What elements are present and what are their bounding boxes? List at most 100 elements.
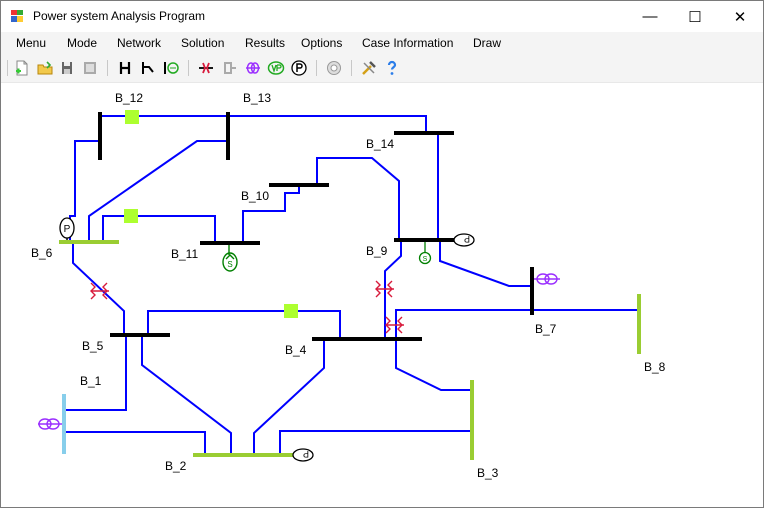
line-b4-b3[interactable] — [395, 339, 472, 391]
title-bar: Power system Analysis Program — ☐ ✕ — [1, 1, 763, 32]
window-title: Power system Analysis Program — [33, 9, 206, 23]
bus-label-b8: B_8 — [644, 360, 666, 374]
menu-options[interactable]: Options — [301, 36, 343, 50]
bus-b8[interactable] — [637, 294, 641, 354]
toolbar-separator — [107, 60, 108, 76]
bus-label-b12: B_12 — [115, 91, 144, 105]
bus-label-b14: B_14 — [366, 137, 395, 151]
line-b9-b7[interactable] — [439, 240, 532, 287]
capacitor-icon[interactable] — [124, 209, 138, 223]
bus-label-b1: B_1 — [80, 374, 102, 388]
line-b1-b2[interactable] — [64, 431, 206, 455]
bus-b11[interactable] — [200, 241, 260, 245]
load-label: P — [303, 449, 309, 459]
capacitor-icon[interactable] — [125, 110, 139, 124]
generator-icon[interactable] — [38, 418, 62, 430]
bus-tool-icon[interactable] — [116, 59, 134, 77]
bus-label-b5: B_5 — [82, 339, 104, 353]
load-icon[interactable]: P — [59, 217, 75, 240]
bus-label-b10: B_10 — [241, 189, 270, 203]
bus-b4[interactable] — [312, 337, 422, 341]
line-b4-b7[interactable] — [395, 309, 532, 339]
diagram-canvas[interactable]: P P P — [1, 83, 763, 507]
bus-label-b11: B_11 — [171, 247, 199, 261]
load-label: P — [464, 234, 470, 244]
load-icon[interactable]: P — [292, 448, 314, 462]
line-b13-b14[interactable] — [228, 115, 427, 133]
condenser-label: S — [227, 260, 232, 269]
bus-label-b13: B_13 — [243, 91, 272, 105]
bus-b10[interactable] — [269, 183, 329, 187]
new-file-icon[interactable] — [13, 59, 31, 77]
line-b5-b2[interactable] — [141, 335, 232, 455]
minimize-button[interactable]: — — [642, 8, 658, 25]
bus-label-b2: B_2 — [165, 459, 187, 473]
transformer-tool-icon[interactable] — [197, 59, 215, 77]
transformer-icon[interactable] — [385, 316, 404, 334]
bus-b2[interactable] — [193, 453, 293, 457]
bus-label-b7: B_7 — [535, 322, 557, 336]
menu-case-information[interactable]: Case Information — [362, 36, 454, 50]
bus-b3[interactable] — [470, 380, 474, 460]
bus-b6[interactable] — [59, 240, 119, 244]
transmission-lines — [64, 115, 639, 455]
menu-draw[interactable]: Draw — [473, 36, 502, 50]
toolbar-separator — [7, 60, 8, 76]
condenser-icon[interactable]: S — [418, 242, 432, 265]
bus-b9[interactable] — [394, 238, 454, 242]
menu-network[interactable]: Network — [117, 36, 162, 50]
bus-label-b4: B_4 — [285, 343, 307, 357]
tool-disabled-icon[interactable] — [221, 59, 239, 77]
menu-results[interactable]: Results — [245, 36, 286, 50]
bus-label-b9: B_9 — [366, 244, 388, 258]
save-icon[interactable] — [58, 59, 76, 77]
menu-menu[interactable]: Menu — [16, 36, 47, 50]
line-b5-b1[interactable] — [64, 335, 127, 411]
line-b5-b4[interactable] — [147, 310, 341, 339]
line-b6-b5[interactable] — [72, 242, 125, 335]
menu-mode[interactable]: Mode — [67, 36, 98, 50]
settings-disabled-icon[interactable] — [325, 59, 343, 77]
bus-label-b3: B_3 — [477, 466, 499, 480]
generator-icon[interactable] — [534, 273, 560, 285]
bus-label-b6: B_6 — [31, 246, 53, 260]
one-line-diagram: P P P — [38, 110, 641, 462]
close-button[interactable]: ✕ — [733, 8, 747, 26]
open-folder-icon[interactable] — [36, 59, 54, 77]
load-icon[interactable]: P — [453, 233, 475, 247]
transformer-icon[interactable] — [90, 282, 109, 300]
line-b4-b2[interactable] — [253, 339, 325, 455]
toolbar — [1, 55, 763, 83]
maximize-button[interactable]: ☐ — [688, 8, 702, 26]
condenser-label: S — [423, 256, 428, 263]
line-b13-b6[interactable] — [88, 140, 228, 242]
load-label: P — [64, 224, 71, 235]
menu-solution[interactable]: Solution — [181, 36, 225, 50]
transformer-icon[interactable] — [375, 280, 394, 298]
bus-b13[interactable] — [226, 112, 230, 160]
bus-b1[interactable] — [62, 394, 66, 454]
line-b11-b10[interactable] — [242, 185, 300, 243]
bus-b12[interactable] — [98, 112, 102, 160]
line-b9-b4[interactable] — [384, 240, 402, 339]
power-icon[interactable] — [290, 59, 308, 77]
bus-b5[interactable] — [110, 333, 170, 337]
voltage-icon[interactable] — [267, 59, 285, 77]
line-b2-b3[interactable] — [279, 430, 472, 455]
line-b10-b9[interactable] — [316, 157, 400, 240]
line-b6-b11[interactable] — [102, 215, 216, 243]
bus-b7[interactable] — [530, 267, 534, 315]
tools-icon[interactable] — [360, 59, 378, 77]
phase-shifter-icon[interactable] — [244, 59, 262, 77]
toolbar-separator — [316, 60, 317, 76]
generator-tool-icon[interactable] — [162, 59, 180, 77]
app-icon — [11, 10, 23, 22]
capacitor-icon[interactable] — [284, 304, 298, 318]
line-tool-icon[interactable] — [139, 59, 157, 77]
toolbar-separator — [351, 60, 352, 76]
help-icon[interactable] — [383, 59, 401, 77]
image-icon[interactable] — [81, 59, 99, 77]
condenser-icon[interactable]: S — [222, 245, 238, 272]
bus-b14[interactable] — [394, 131, 454, 135]
